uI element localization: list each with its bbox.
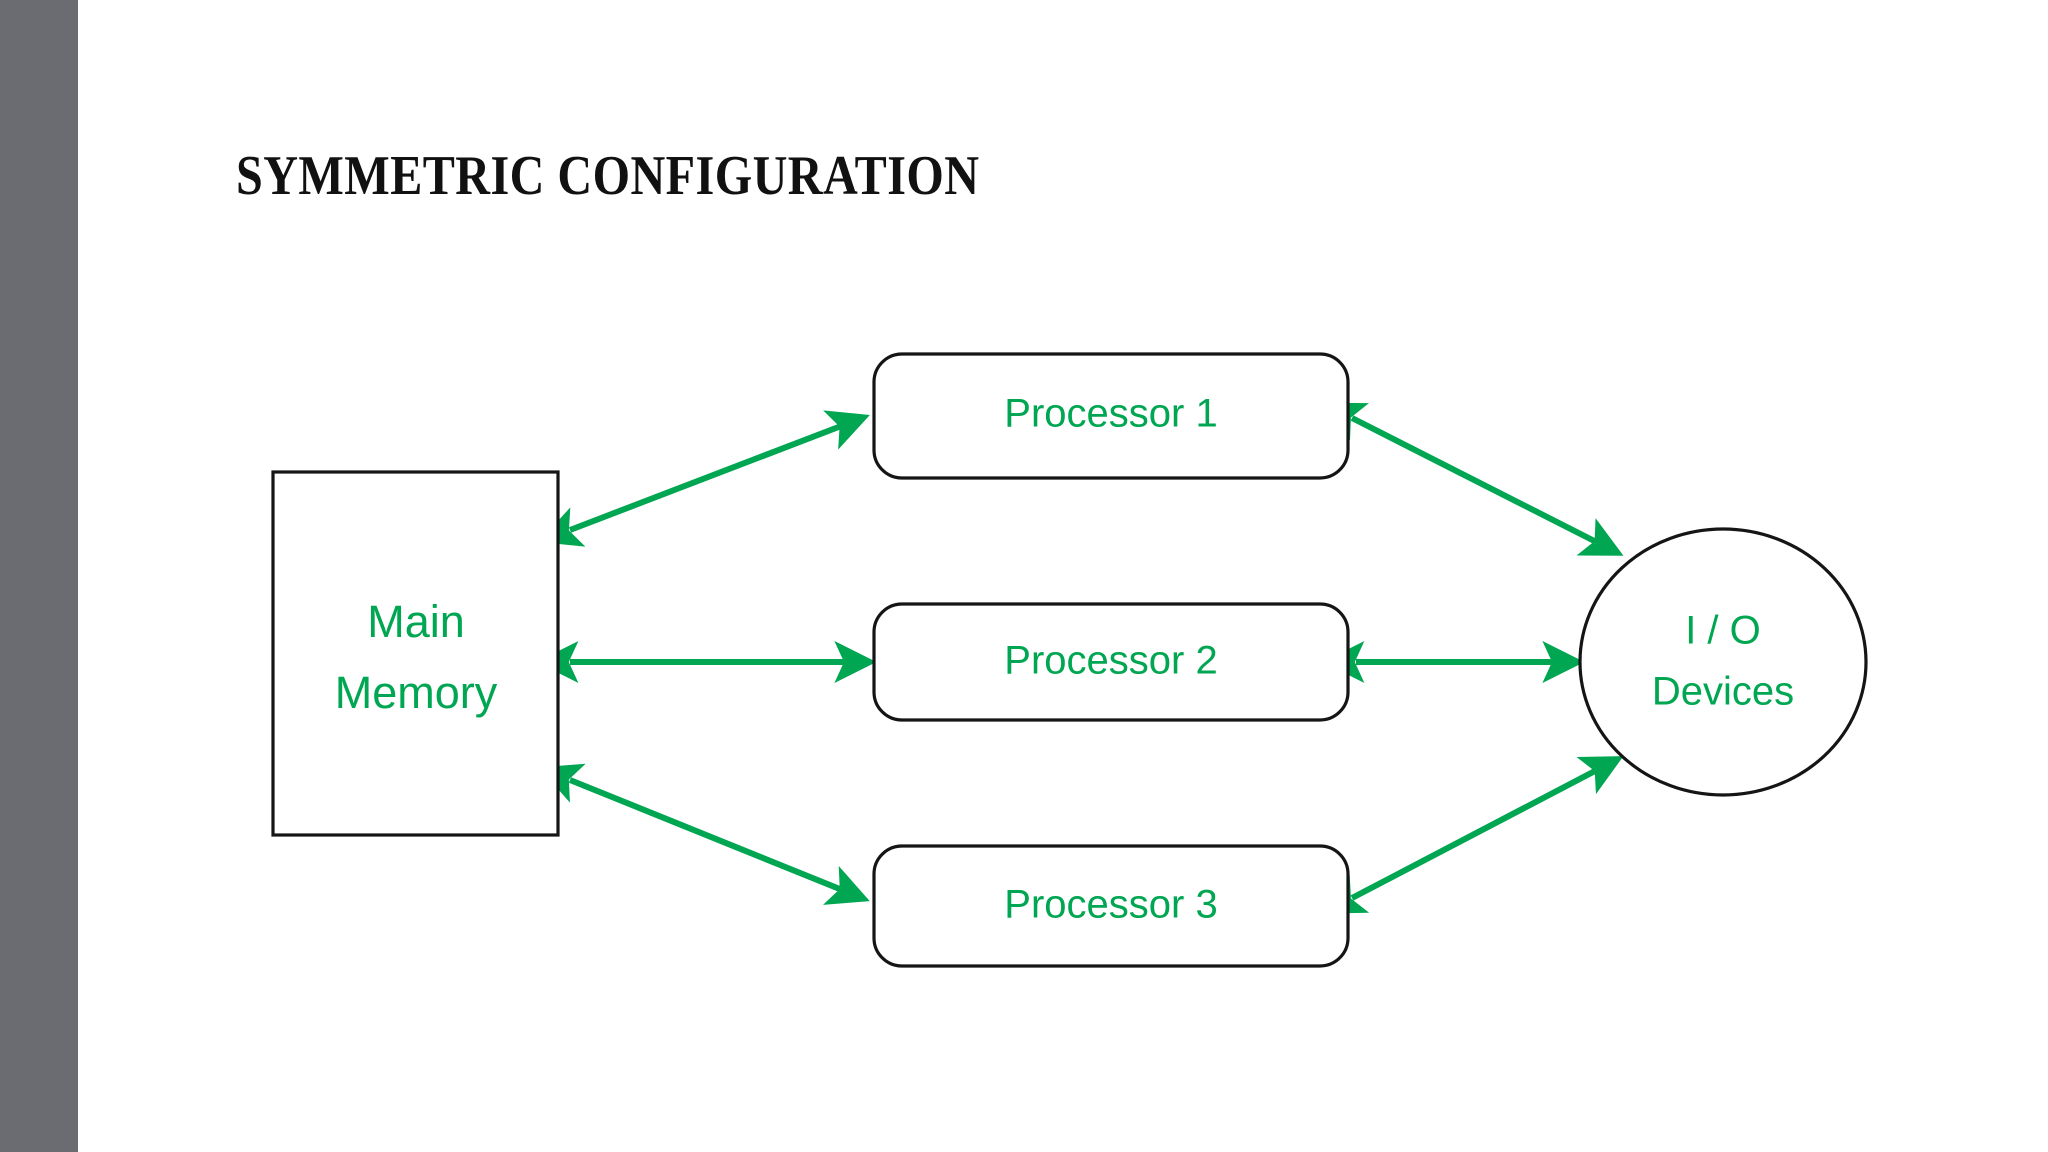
page-title: SYMMETRIC CONFIGURATION bbox=[236, 145, 980, 207]
left-accent-bar bbox=[0, 0, 78, 1152]
processor-3-label: Processor 3 bbox=[1004, 883, 1217, 927]
main-memory-label-line2: Memory bbox=[335, 667, 498, 718]
node-processor-1[interactable]: Processor 1 bbox=[872, 352, 1350, 480]
processor-1-label: Processor 1 bbox=[1004, 392, 1217, 436]
node-main-memory[interactable]: Main Memory bbox=[271, 470, 560, 837]
io-devices-label-line2: Devices bbox=[1652, 670, 1794, 714]
connector-group bbox=[536, 402, 1624, 914]
connector-memory-processor1 bbox=[538, 410, 870, 547]
processor-2-box bbox=[872, 602, 1350, 722]
node-processor-2[interactable]: Processor 2 bbox=[872, 602, 1350, 722]
connector-processor1-io bbox=[1322, 402, 1624, 556]
io-devices-circle bbox=[1578, 527, 1868, 797]
processor-1-box bbox=[872, 352, 1350, 480]
processor-2-label: Processor 2 bbox=[1004, 639, 1217, 683]
connector-memory-processor3 bbox=[538, 763, 870, 905]
node-processor-3[interactable]: Processor 3 bbox=[872, 844, 1350, 968]
node-io-devices[interactable]: I / O Devices bbox=[1578, 527, 1868, 797]
connector-processor3-io bbox=[1322, 756, 1624, 914]
main-memory-box bbox=[271, 470, 560, 837]
processor-3-box bbox=[872, 844, 1350, 968]
io-devices-label-line1: I / O bbox=[1685, 609, 1761, 653]
main-memory-label-line1: Main bbox=[367, 596, 465, 647]
